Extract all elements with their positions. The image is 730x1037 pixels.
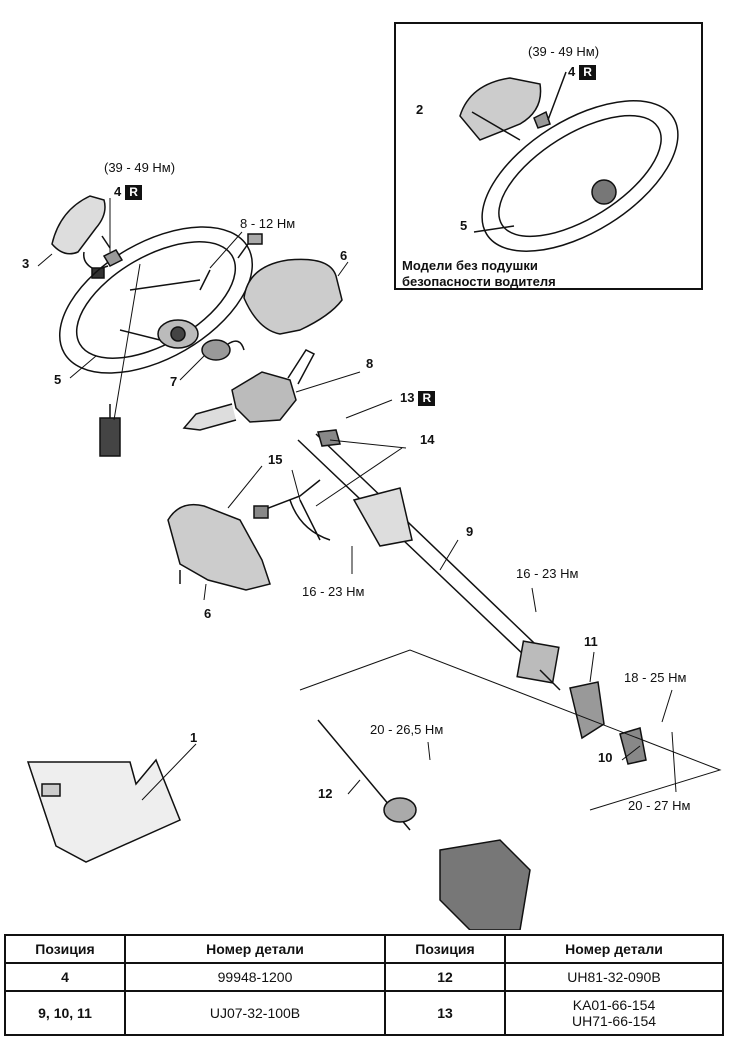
header-position-2: Позиция bbox=[384, 934, 506, 964]
torque-label-main: (39 - 49 Нм) bbox=[104, 160, 176, 175]
steering-column-exploded-diagram bbox=[26, 71, 722, 930]
row-2-part-2-line-2: UH71-66-154 bbox=[571, 1013, 657, 1029]
row-2-position-2: 13 bbox=[384, 990, 506, 1036]
row-2-position-1: 9, 10, 11 bbox=[4, 990, 126, 1036]
clock-spring-part-7 bbox=[201, 339, 245, 361]
harness-part-15 bbox=[253, 479, 331, 541]
inset-callout-2: 2 bbox=[416, 102, 424, 117]
row-2-part-2: KA01-66-154 UH71-66-154 bbox=[504, 990, 724, 1036]
row-1-position-1: 4 bbox=[4, 962, 126, 992]
airbag-module-part-3 bbox=[51, 195, 111, 279]
inset-note: Модели без подушки безопасности водителя bbox=[402, 258, 556, 290]
row-1-position-2: 12 bbox=[384, 962, 506, 992]
row-1-part-1: 99948-1200 bbox=[124, 962, 386, 992]
callout-4-number: 4 bbox=[114, 184, 122, 199]
inset-steering-wheel bbox=[459, 71, 679, 252]
callout-15: 15 bbox=[268, 452, 283, 467]
replace-badge-4: R bbox=[125, 185, 142, 200]
column-cover-upper-part-6 bbox=[243, 258, 343, 335]
inset-replace-badge: R bbox=[579, 65, 596, 80]
torque-label-18-25: 18 - 25 Нм bbox=[624, 670, 687, 685]
callout-6-lower: 6 bbox=[204, 606, 212, 621]
callout-1: 1 bbox=[190, 730, 198, 745]
row-2-part-1: UJ07-32-100B bbox=[124, 990, 386, 1036]
header-position-1: Позиция bbox=[4, 934, 126, 964]
table-row: 4 99948-1200 12 UH81-32-090B bbox=[4, 962, 724, 992]
callout-6-upper: 6 bbox=[340, 248, 348, 263]
callout-7: 7 bbox=[170, 374, 178, 389]
screw-canister bbox=[99, 404, 121, 457]
inset-note-line-1: Модели без подушки bbox=[402, 258, 538, 273]
torque-label-16-23-left: 16 - 23 Нм bbox=[302, 584, 365, 599]
steering-wheel-part-5 bbox=[58, 226, 254, 374]
replace-badge-13: R bbox=[418, 391, 436, 406]
column-cover-lower-part-6 bbox=[167, 503, 271, 591]
inset-callout-4-number: 4 bbox=[568, 64, 576, 79]
steering-gear bbox=[439, 839, 531, 930]
combination-switch-part-8 bbox=[182, 349, 316, 431]
joint-part-10 bbox=[619, 727, 647, 765]
bolt-8-12 bbox=[237, 233, 263, 259]
universal-joint-part-11 bbox=[569, 681, 605, 740]
callout-5: 5 bbox=[54, 372, 62, 387]
callout-12: 12 bbox=[318, 786, 333, 801]
torque-label-20-27: 20 - 27 Нм bbox=[628, 798, 691, 813]
header-part-number-1: Номер детали bbox=[124, 934, 386, 964]
inset-note-line-2: безопасности водителя bbox=[402, 274, 556, 289]
callout-11: 11 bbox=[584, 634, 598, 649]
lower-cover-part-1 bbox=[26, 758, 181, 863]
torque-label-20-26-5: 20 - 26,5 Нм bbox=[370, 722, 444, 737]
row-2-part-2-line-1: KA01-66-154 bbox=[572, 997, 656, 1013]
torque-label-8-12: 8 - 12 Нм bbox=[240, 216, 296, 231]
clamp-part-14 bbox=[317, 429, 341, 447]
callout-3: 3 bbox=[22, 256, 30, 271]
callout-9: 9 bbox=[466, 524, 474, 539]
nut-part-4 bbox=[102, 249, 124, 267]
callout-13-number: 13 bbox=[400, 390, 415, 405]
callout-14: 14 bbox=[420, 432, 435, 447]
callout-8: 8 bbox=[366, 356, 374, 371]
header-part-number-2: Номер детали bbox=[504, 934, 724, 964]
callout-10: 10 bbox=[598, 750, 613, 765]
table-row: 9, 10, 11 UJ07-32-100B 13 KA01-66-154 UH… bbox=[4, 990, 724, 1036]
row-1-part-2: UH81-32-090B bbox=[504, 962, 724, 992]
inset-callout-5: 5 bbox=[460, 218, 468, 233]
parts-table: Позиция Номер детали Позиция Номер детал… bbox=[4, 934, 724, 1036]
steering-column-part-9 bbox=[297, 433, 561, 691]
table-header-row: Позиция Номер детали Позиция Номер детал… bbox=[4, 934, 724, 964]
inset-torque-label: (39 - 49 Нм) bbox=[528, 44, 600, 59]
torque-label-16-23-right: 16 - 23 Нм bbox=[516, 566, 579, 581]
intermediate-shaft-part-12 bbox=[317, 719, 417, 831]
